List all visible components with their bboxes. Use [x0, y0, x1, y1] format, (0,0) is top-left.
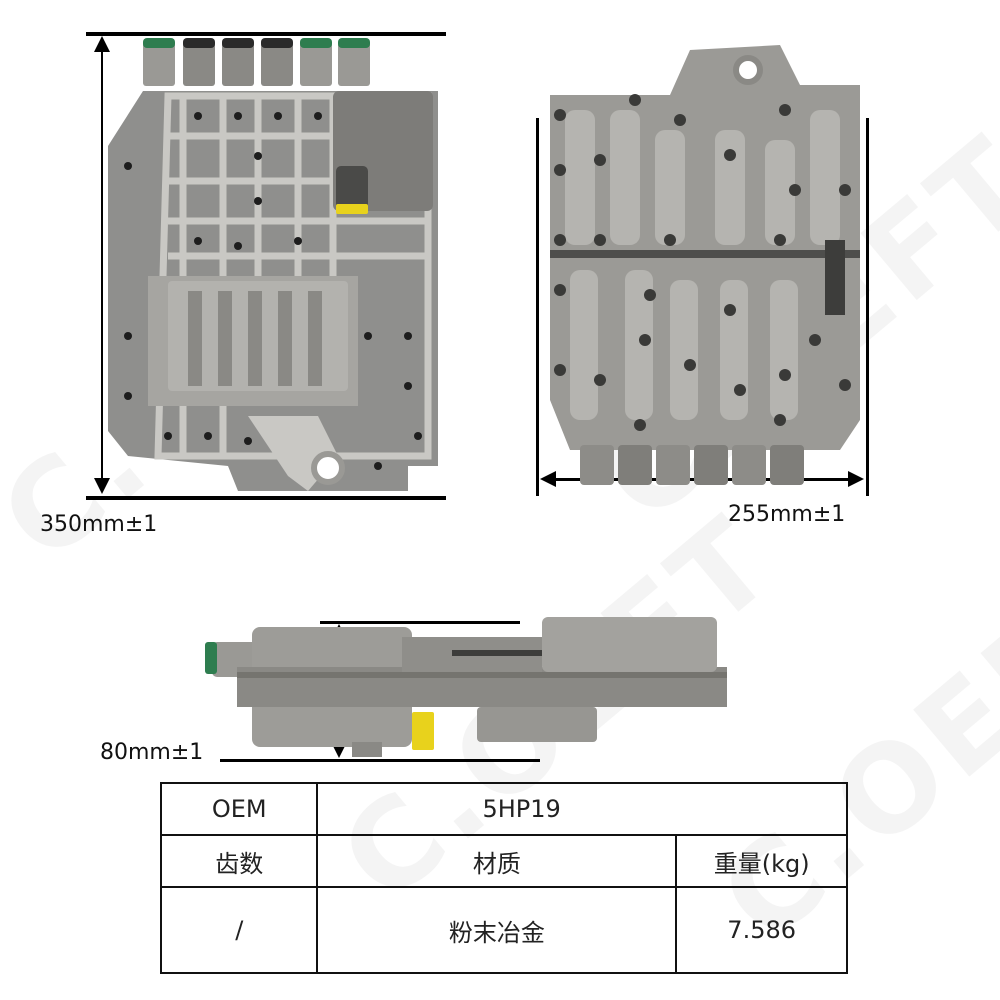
- dimension-line-left: [536, 118, 539, 496]
- dimension-line-top: [86, 32, 446, 36]
- valve-body-back-photo: [540, 40, 865, 490]
- dimension-line-right: [866, 118, 869, 496]
- teeth-count-value: /: [159, 886, 319, 974]
- width-dimension-label: 255mm±1: [728, 502, 846, 527]
- table-row: 齿数 材质 重量(kg): [159, 834, 848, 888]
- oem-value: 5HP19: [316, 782, 848, 836]
- header-teeth-count: 齿数: [159, 834, 319, 888]
- oem-label: OEM: [159, 782, 319, 836]
- height-dimension-arrow: [101, 44, 103, 486]
- thickness-dimension-label: 80mm±1: [100, 740, 204, 765]
- valve-body-front-photo: [108, 36, 448, 498]
- arrow-right-icon: [848, 471, 864, 487]
- material-value: 粉末冶金: [316, 886, 678, 974]
- table-row: OEM 5HP19: [159, 782, 848, 836]
- dimension-line-top: [320, 621, 520, 624]
- header-weight: 重量(kg): [675, 834, 848, 888]
- arrow-left-icon: [540, 471, 556, 487]
- header-material: 材质: [316, 834, 678, 888]
- dimension-line-bottom: [86, 496, 446, 500]
- dimension-line-bottom: [220, 759, 540, 762]
- valve-body-side-photo: [202, 612, 732, 762]
- arrow-up-icon: [94, 36, 110, 52]
- table-row: / 粉末冶金 7.586: [159, 886, 848, 974]
- spec-table: OEM 5HP19 齿数 材质 重量(kg) / 粉末冶金 7.586: [159, 782, 848, 974]
- height-dimension-label: 350mm±1: [40, 512, 158, 537]
- weight-value: 7.586: [675, 886, 848, 974]
- arrow-down-icon: [94, 478, 110, 494]
